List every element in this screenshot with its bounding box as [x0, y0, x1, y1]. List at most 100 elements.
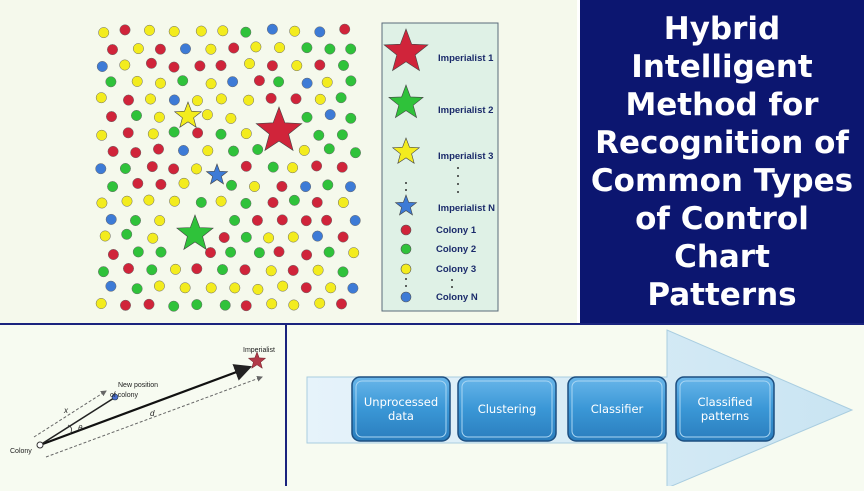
colony-dot	[145, 57, 157, 69]
colony-dot	[323, 143, 335, 155]
colony-dot	[132, 177, 144, 189]
imperialist-3-star-icon	[173, 101, 203, 128]
legend-colony-3-label: Colony 3	[436, 264, 476, 275]
title-line: Patterns	[647, 276, 797, 313]
colony-dot	[345, 112, 357, 124]
colony-dot	[219, 299, 231, 311]
colony-dot	[251, 214, 263, 226]
colony-dot	[119, 163, 131, 174]
colony-point	[36, 441, 44, 449]
colony-dot	[314, 297, 326, 309]
colony-dot	[240, 300, 252, 312]
colony-dot	[225, 112, 237, 124]
colony-dot	[121, 195, 133, 207]
colony-dot	[311, 196, 323, 208]
empire-scatter-panel: Imperialist 1 Imperialist 2 Imperialist …	[0, 0, 577, 323]
colony-dot	[288, 194, 300, 206]
colony-dot	[324, 43, 336, 55]
colony-dot	[347, 282, 359, 294]
colony-dot	[178, 145, 189, 156]
legend-imperialist-1-star-icon	[383, 28, 429, 72]
colony-dot	[288, 299, 300, 311]
colony-dot	[325, 282, 337, 294]
empire-scatter-svg: Imperialist 1 Imperialist 2 Imperialist …	[95, 22, 499, 312]
colony-dot	[146, 264, 158, 276]
colony-dot	[205, 247, 216, 259]
colony-dot	[168, 126, 180, 138]
colony-dot	[350, 147, 361, 159]
colony-dot	[229, 214, 241, 226]
imperialist-2-star-icon	[176, 214, 214, 251]
colony-dot	[276, 180, 288, 192]
colony-dot	[345, 75, 357, 87]
colony-dot	[250, 41, 262, 53]
colony-dot	[215, 128, 227, 140]
colony-dot	[323, 246, 335, 258]
colony-dot	[215, 60, 227, 71]
colony-dot	[205, 78, 217, 90]
title-line: Hybrid	[663, 10, 781, 47]
colony-dots	[95, 23, 361, 312]
colony-dot	[312, 230, 323, 242]
colony-dot	[289, 25, 301, 37]
colony-dot	[215, 195, 227, 207]
colony-dot	[298, 144, 310, 156]
colony-dot	[253, 247, 265, 259]
colony-dot	[345, 181, 356, 193]
colony-dot	[153, 111, 165, 123]
imperialist-stars	[173, 101, 303, 251]
colony-dot	[252, 283, 264, 295]
colony-dot	[314, 93, 326, 105]
colony-dot	[287, 264, 299, 276]
colony-dot	[311, 160, 323, 172]
imperialist-n-star-icon	[205, 163, 229, 185]
colony-dot	[228, 145, 239, 157]
colony-dot	[132, 246, 144, 258]
colony-dot	[191, 263, 203, 275]
colony-dot	[106, 111, 117, 123]
colony-dot	[215, 93, 227, 105]
colony-dot	[169, 195, 181, 207]
colony-dot	[144, 24, 155, 36]
colony-dot	[201, 109, 213, 121]
legend-imperialist-1-label: Imperialist 1	[438, 53, 494, 64]
colony-dot	[287, 231, 299, 243]
legend-ellipsis	[405, 167, 459, 288]
assimilation-svg: Imperialist New position of colony Colon…	[10, 347, 275, 458]
colony-dot	[155, 77, 166, 89]
colony-dot	[226, 179, 237, 191]
theta-label: θ	[78, 424, 83, 433]
colony-dot	[276, 214, 288, 226]
legend-imperialist-3-label: Imperialist 3	[438, 151, 493, 162]
colony-dot	[287, 162, 299, 174]
colony-dot	[107, 145, 119, 157]
legend-colony-2-label: Colony 2	[436, 244, 476, 255]
colony-dot	[202, 145, 214, 157]
colony-dot	[155, 246, 167, 258]
colony-dot	[301, 77, 313, 89]
colony-dot	[155, 178, 167, 190]
colony-dot	[300, 215, 312, 227]
colony-dot	[170, 263, 181, 275]
legend-imperialist-3-star-icon	[391, 137, 421, 164]
colony-dot	[227, 76, 239, 88]
legend-colony-2-dot	[400, 243, 412, 255]
colony-dot	[301, 42, 313, 54]
colony-dot	[345, 43, 357, 55]
colony-dot	[300, 181, 312, 193]
legend: Imperialist 1 Imperialist 2 Imperialist …	[381, 22, 499, 312]
colony-dot	[119, 24, 131, 36]
colony-dot	[98, 27, 110, 39]
colony-dot	[178, 177, 190, 189]
d-distance-arrow	[45, 375, 263, 458]
colony-dot	[96, 61, 108, 72]
colony-dot	[131, 283, 143, 295]
colony-dot	[321, 76, 333, 88]
colony-dot	[191, 299, 203, 311]
colony-dot	[131, 110, 142, 121]
colony-dot	[105, 213, 117, 225]
colony-dot	[249, 181, 260, 192]
colony-dot	[274, 42, 286, 54]
